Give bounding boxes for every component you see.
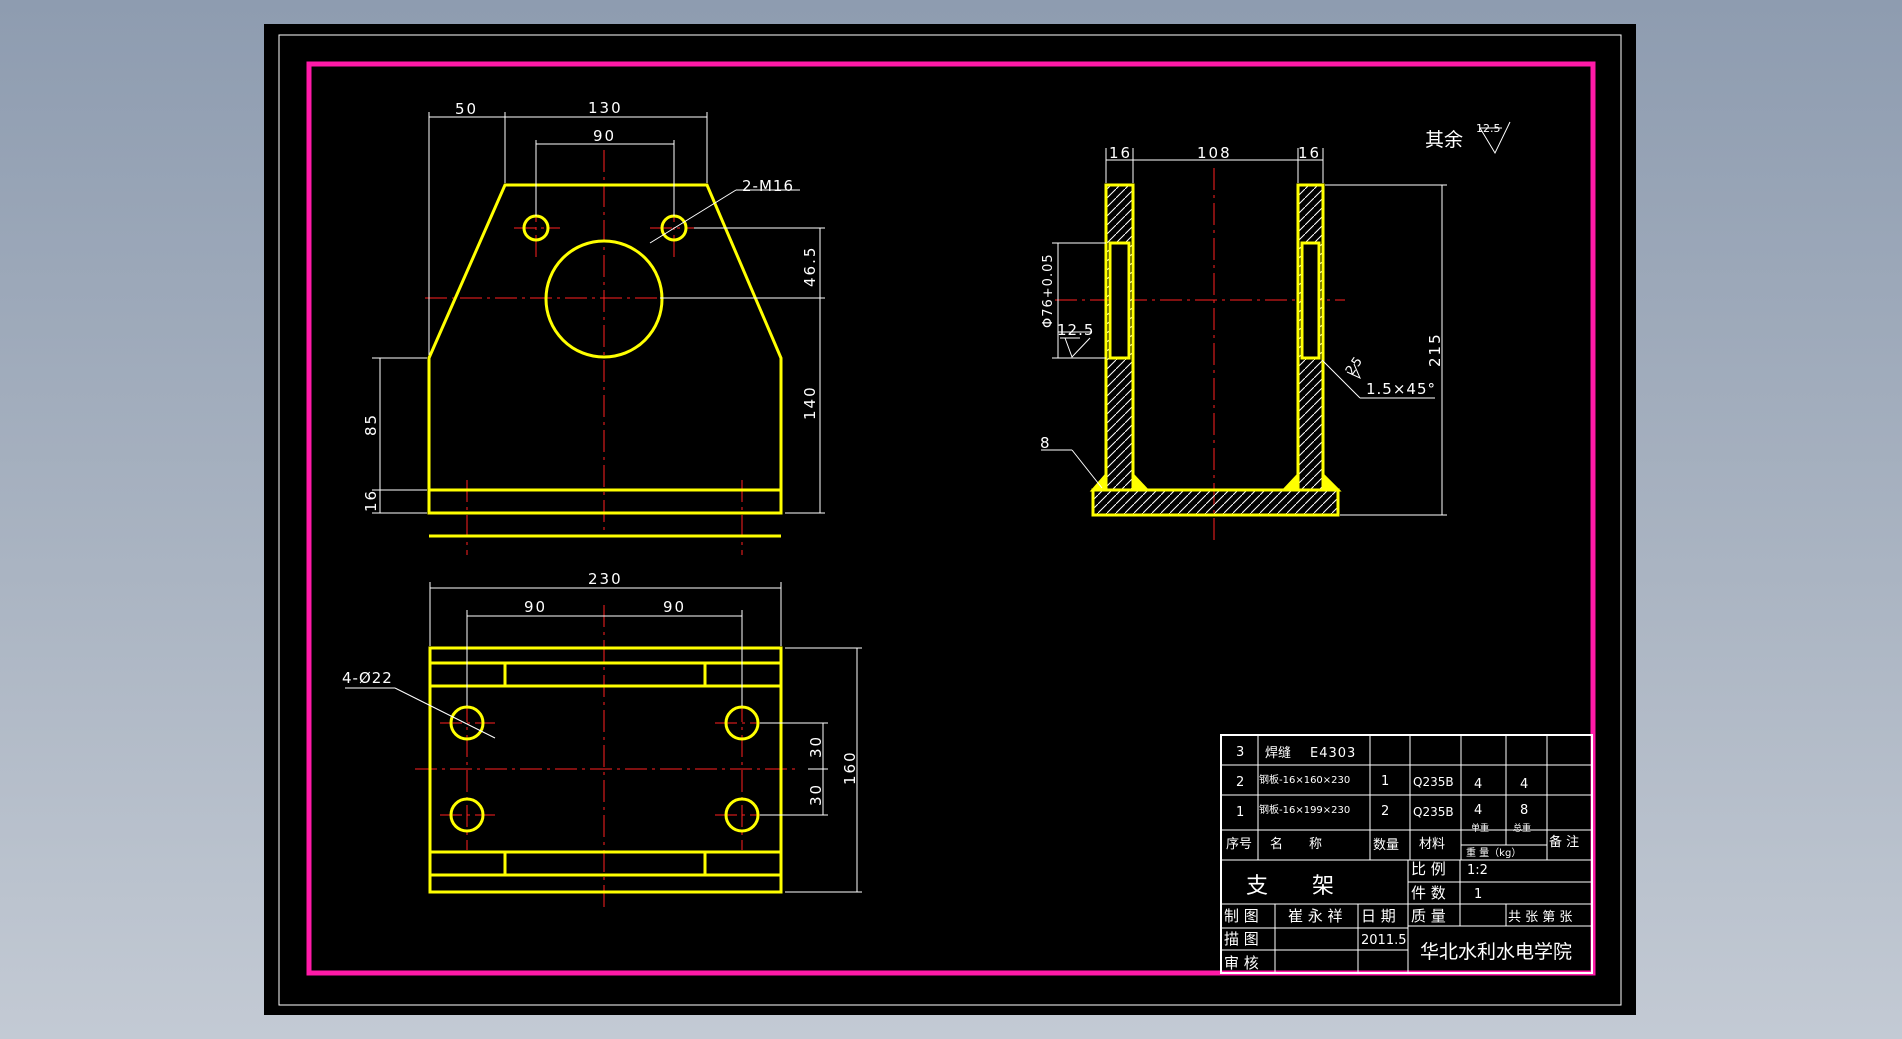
header-total-weight: 总重 [1513, 822, 1531, 834]
date-label: 日 期 [1361, 907, 1396, 925]
dim-side-bore: Φ76+0.05 [1041, 253, 1056, 328]
weld-size-8: 8 [1040, 434, 1052, 452]
sheets-label: 共 张 第 张 [1508, 910, 1572, 925]
drawn-label: 制 图 [1224, 907, 1259, 925]
scale-label: 比 例 [1411, 860, 1446, 878]
row1-material: Q235B [1413, 805, 1454, 819]
checked-label: 审 核 [1224, 954, 1259, 972]
roughness-note: 其余 [1425, 129, 1463, 151]
header-material: 材料 [1419, 837, 1445, 852]
dim-side-16-right: 16 [1298, 144, 1321, 162]
drawn-by: 崔 永 祥 [1288, 907, 1343, 925]
dim-top-90-left: 90 [524, 598, 547, 616]
chamfer-1-5x45: 1.5×45° [1366, 380, 1436, 398]
row3-spec: E4303 [1310, 746, 1356, 761]
header-name: 名 称 [1270, 836, 1322, 852]
label-2-m16: 2-M16 [742, 177, 794, 195]
scale-value: 1:2 [1467, 863, 1488, 878]
outer-border [278, 34, 1622, 1006]
dim-front-46-5: 46.5 [801, 246, 819, 287]
header-qty: 数量 [1373, 838, 1399, 853]
part-name: 支 架 [1246, 874, 1334, 899]
roughness-note-value: 12.5 [1476, 122, 1501, 135]
dim-front-140: 140 [801, 385, 819, 420]
row3-no: 3 [1236, 745, 1244, 760]
dim-front-50: 50 [455, 100, 478, 118]
top-view: 230 90 90 4-Ø22 30 30 160 [342, 570, 862, 910]
dim-front-16: 16 [362, 489, 380, 512]
dim-front-130: 130 [588, 99, 623, 117]
dim-top-30-upper: 30 [807, 735, 825, 758]
inner-frame [306, 61, 1596, 976]
front-view: 50 130 90 2-M16 46.5 140 85 16 [362, 99, 825, 555]
count-value: 1 [1474, 887, 1482, 902]
row1-no: 1 [1236, 805, 1244, 820]
dim-side-215: 215 [1426, 332, 1444, 367]
row2-no: 2 [1236, 775, 1244, 790]
title-block: 3 焊缝 E4303 2 钢板-16×160×230 1 Q235B 4 4 1… [1220, 734, 1593, 974]
label-4-holes-22: 4-Ø22 [342, 669, 393, 687]
row2-material: Q235B [1413, 775, 1454, 789]
row2-total-weight: 4 [1520, 777, 1528, 792]
row2-name: 钢板-16×160×230 [1259, 773, 1350, 786]
header-remarks: 备 注 [1549, 834, 1579, 850]
dim-side-16-left: 16 [1109, 144, 1132, 162]
row1-qty: 2 [1381, 804, 1389, 819]
dim-top-160: 160 [841, 750, 859, 785]
row1-total-weight: 8 [1520, 803, 1528, 818]
row2-qty: 1 [1381, 774, 1389, 789]
dim-top-30-lower: 30 [807, 783, 825, 806]
header-unit-weight: 单重 [1471, 822, 1489, 834]
dim-side-108: 108 [1197, 144, 1232, 162]
dim-top-90-right: 90 [663, 598, 686, 616]
dim-front-85: 85 [362, 413, 380, 436]
row2-unit-weight: 4 [1474, 777, 1482, 792]
dim-top-230: 230 [588, 570, 623, 588]
side-view: 16 108 16 Φ76+0.05 12.5 8 215 25 1.5×45°… [1040, 121, 1511, 540]
mass-label: 质 量 [1411, 907, 1446, 925]
row1-unit-weight: 4 [1474, 803, 1482, 818]
dim-front-90: 90 [593, 127, 616, 145]
count-label: 件 数 [1411, 884, 1446, 902]
date-value: 2011.5 [1361, 933, 1407, 948]
header-weight: 重 量（kg） [1466, 846, 1521, 859]
row1-name: 钢板-16×199×230 [1259, 803, 1350, 816]
row3-name: 焊缝 [1265, 745, 1291, 761]
traced-label: 描 图 [1224, 930, 1259, 948]
institution-name: 华北水利水电学院 [1420, 941, 1572, 963]
header-no: 序号 [1226, 837, 1252, 852]
drawing-sheet [264, 24, 1636, 1015]
roughness-bore: 12.5 [1057, 321, 1094, 339]
